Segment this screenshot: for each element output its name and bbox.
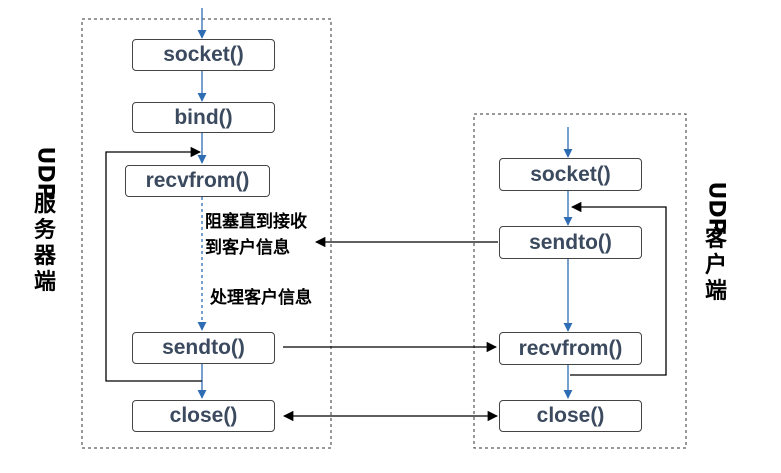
blocking-note: 阻塞直到接收 到客户信息 xyxy=(205,209,307,261)
client-recvfrom-box: recvfrom() xyxy=(499,332,642,365)
server-loop-arrow xyxy=(105,146,202,382)
client-loop-arrow xyxy=(570,201,667,376)
client-sendto-label: sendto() xyxy=(529,230,612,254)
blocking-note-line1: 阻塞直到接收 xyxy=(205,212,307,232)
client-close-label: close() xyxy=(536,404,605,427)
server-close-label: close() xyxy=(169,404,238,427)
side-label-char: 端 xyxy=(33,270,56,295)
server-bind-box: bind() xyxy=(132,102,275,133)
client-close-box: close() xyxy=(499,400,642,432)
side-label-char: 端 xyxy=(704,279,727,304)
server-bind-label: bind() xyxy=(174,105,233,129)
server-close-box: close() xyxy=(132,400,275,432)
blocking-note-line2: 到客户信息 xyxy=(205,238,290,258)
side-label-char: 服 xyxy=(33,192,56,217)
side-label-char: 客 xyxy=(704,227,727,252)
server-socket-box: socket() xyxy=(132,39,275,71)
side-label-char: 器 xyxy=(33,244,56,269)
server-sendto-label: sendto() xyxy=(162,336,245,359)
server-socket-label: socket() xyxy=(163,43,244,66)
client-socket-box: socket() xyxy=(499,158,642,191)
side-label-char: 务 xyxy=(33,218,56,243)
client-frame xyxy=(473,113,687,449)
process-note-text: 处理客户信息 xyxy=(210,288,312,308)
side-label-latin: UDP xyxy=(703,181,729,234)
client-recvfrom-label: recvfrom() xyxy=(518,336,623,360)
client-socket-label: socket() xyxy=(530,162,611,186)
client-sendto-box: sendto() xyxy=(499,226,642,259)
server-frame xyxy=(81,18,332,449)
server-recvfrom-label: recvfrom() xyxy=(145,169,250,192)
server-sendto-box: sendto() xyxy=(132,332,275,364)
side-label-latin: UDP xyxy=(32,146,58,199)
side-label-char: 户 xyxy=(704,253,727,278)
process-note: 处理客户信息 xyxy=(210,285,312,311)
server-recvfrom-box: recvfrom() xyxy=(125,165,270,197)
